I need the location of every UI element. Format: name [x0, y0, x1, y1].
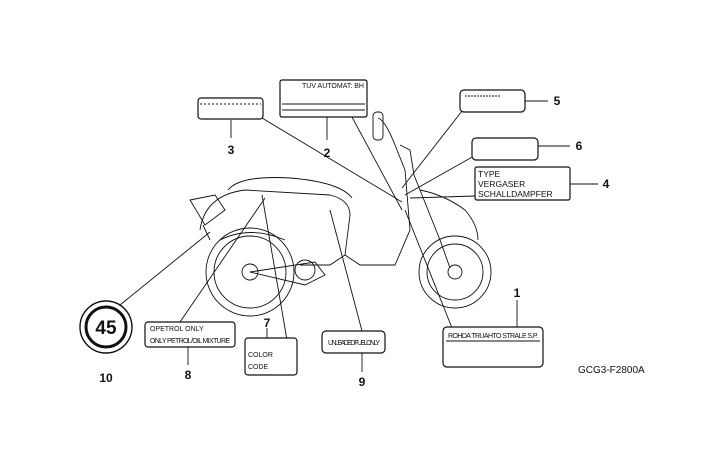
- label-text: UNLEADED FUEL ONLY: [328, 340, 380, 347]
- label-text: COLOR: [248, 352, 273, 359]
- callout-number: 9: [359, 375, 366, 389]
- callout-number: 3: [228, 143, 235, 157]
- label-1: ROHDA TRUAHTO STRALE S.P. 1: [442, 286, 544, 368]
- label-text: OPETROL ONLY: [150, 326, 204, 333]
- label-10-speed-sticker: 45 10: [79, 300, 133, 385]
- label-4: TYPE VERGASER SCHALLDAMPFER 4: [474, 166, 610, 201]
- label-3: 3: [197, 97, 264, 157]
- callout-number: 5: [554, 94, 561, 108]
- callout-number: 4: [603, 177, 610, 191]
- label-7: COLOR CODE 7: [244, 316, 298, 376]
- label-text: ONLY PETROL/OIL MIXTURE: [150, 338, 230, 345]
- label-text: SCHALLDAMPFER: [478, 189, 553, 199]
- label-text: CODE: [248, 364, 269, 371]
- callout-number: 7: [264, 316, 271, 330]
- label-text: TUV AUTOMAT: BH: [302, 83, 364, 90]
- callout-number: 8: [185, 368, 192, 382]
- label-5: 5: [459, 89, 561, 113]
- callout-number: 2: [324, 146, 331, 160]
- label-8: OPETROL ONLY ONLY PETROL/OIL MIXTURE 8: [144, 321, 236, 382]
- leader-lines: [119, 100, 598, 372]
- label-text: VERGASER: [478, 179, 525, 189]
- scooter-illustration: [189, 111, 492, 317]
- label-text: ROHDA TRUAHTO STRALE S.P.: [448, 333, 538, 340]
- callout-number: 6: [576, 139, 583, 153]
- label-text: 45: [95, 318, 117, 339]
- callout-number: 1: [514, 286, 521, 300]
- diagram-code: GCG3-F2800A: [578, 365, 645, 376]
- label-text: TYPE: [478, 169, 501, 179]
- label-9: UNLEADED FUEL ONLY 9: [321, 330, 386, 389]
- label-2: TUV AUTOMAT: BH 2: [279, 79, 368, 160]
- callout-number: 10: [99, 371, 113, 385]
- label-6: 6: [471, 137, 583, 161]
